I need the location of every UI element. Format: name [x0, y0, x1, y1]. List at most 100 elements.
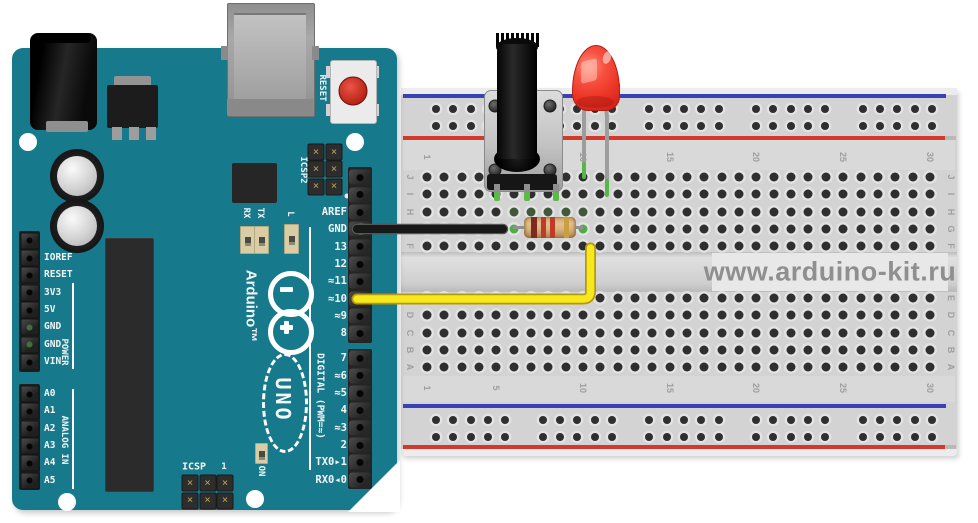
breadboard-hole — [665, 241, 675, 251]
breadboard-hole — [613, 310, 623, 320]
rail-hole — [556, 433, 564, 441]
breadboard-hole — [751, 241, 761, 251]
breadboard-hole — [422, 362, 432, 372]
rail-hole — [893, 416, 902, 424]
breadboard-hole — [561, 207, 571, 217]
breadboard-hole — [595, 241, 605, 251]
rail-hole — [573, 416, 582, 424]
pin-label-12: 12 — [334, 258, 347, 270]
breadboard-hole — [682, 328, 692, 338]
rail-hole — [928, 122, 936, 130]
pin-label-IOREF: IOREF — [44, 252, 73, 263]
uno-oval — [262, 353, 308, 453]
rail-hole — [697, 416, 706, 424]
breadboard-hole — [734, 172, 744, 182]
icsp2-pin — [307, 178, 325, 196]
icsp-pin — [199, 474, 216, 492]
breadboard-hole — [561, 345, 571, 355]
rail-hole — [449, 416, 458, 424]
tx-led — [254, 226, 269, 254]
digital-socket — [349, 420, 371, 436]
breadboard-hole — [803, 328, 813, 338]
breadboard-hole — [613, 362, 623, 372]
potentiometer-knob[interactable] — [497, 44, 537, 159]
breadboard-hole — [595, 189, 605, 199]
breadboard-hole — [908, 207, 918, 217]
rail-hole — [573, 122, 582, 130]
rail-hole — [590, 433, 599, 441]
reset-button-cap[interactable] — [338, 76, 367, 106]
rail-hole — [876, 122, 885, 130]
breadboard-hole — [630, 224, 640, 234]
breadboard-hole — [751, 362, 761, 372]
breadboard-hole — [803, 172, 813, 182]
pin-label-6: ≈6 — [334, 369, 347, 382]
breadboard-hole — [543, 241, 553, 251]
icsp2-pin1-marker — [344, 193, 350, 199]
breadboard-hole — [838, 207, 848, 217]
breadboard-hole — [509, 207, 519, 217]
breadboard-hole — [526, 207, 536, 217]
rail-hole — [910, 122, 919, 130]
breadboard-hole — [595, 207, 605, 217]
breadboard-hole — [717, 310, 727, 320]
breadboard-hole — [699, 345, 709, 355]
breadboard-hole — [786, 224, 796, 234]
breadboard-hole — [786, 310, 796, 320]
rail-hole — [769, 105, 778, 113]
breadboard-hole — [647, 328, 657, 338]
breadboard-hole — [734, 224, 744, 234]
rail-hole — [893, 105, 902, 113]
rail-hole — [590, 416, 599, 424]
breadboard-hole — [890, 224, 900, 234]
breadboard-hole — [509, 310, 519, 320]
breadboard-hole — [439, 189, 449, 199]
breadboard-hole — [595, 345, 605, 355]
rail-hole — [680, 122, 688, 130]
breadboard-hole — [908, 310, 918, 320]
minus-icon — [280, 287, 293, 292]
breadboard-hole — [509, 345, 519, 355]
breadboard-hole — [821, 241, 831, 251]
breadboard-hole — [682, 241, 692, 251]
rail-hole — [910, 105, 919, 113]
breadboard-hole — [526, 241, 536, 251]
pot-leg-tip — [523, 192, 530, 201]
rail-hole — [804, 433, 812, 441]
breadboard-hole — [769, 207, 779, 217]
breadboard-hole — [647, 345, 657, 355]
top-red-rail-line — [403, 136, 945, 140]
breadboard-hole — [630, 345, 640, 355]
breadboard-hole — [769, 328, 779, 338]
breadboard-hole — [925, 328, 935, 338]
breadboard-hole — [751, 345, 761, 355]
digital-socket — [349, 273, 371, 289]
rail-hole — [432, 122, 440, 130]
rail-hole — [786, 433, 795, 441]
breadboard-hole — [665, 328, 675, 338]
rail-hole — [573, 105, 582, 113]
usb-tab-left — [221, 46, 228, 60]
mounting-hole — [346, 133, 364, 151]
rail-hole — [714, 122, 723, 130]
breadboard-hole — [856, 293, 865, 303]
rail-hole — [538, 416, 547, 424]
rail-hole — [804, 105, 812, 113]
breadboard-hole — [717, 189, 727, 199]
rail-hole — [893, 122, 902, 130]
breadboard-hole — [578, 328, 588, 338]
rail-hole — [714, 433, 723, 441]
rail-hole — [483, 433, 492, 441]
rail-hole — [607, 416, 616, 424]
pin-label-A5: A5 — [44, 474, 56, 486]
breadboard-hole — [665, 207, 675, 217]
breadboard-hole — [630, 328, 640, 338]
breadboard-hole — [613, 207, 623, 217]
breadboard-hole — [803, 293, 813, 303]
breadboard-hole — [474, 189, 484, 199]
digital-socket — [349, 472, 371, 488]
breadboard-hole — [647, 362, 657, 372]
rail-hole — [573, 433, 582, 441]
icsp-pin — [199, 492, 216, 509]
